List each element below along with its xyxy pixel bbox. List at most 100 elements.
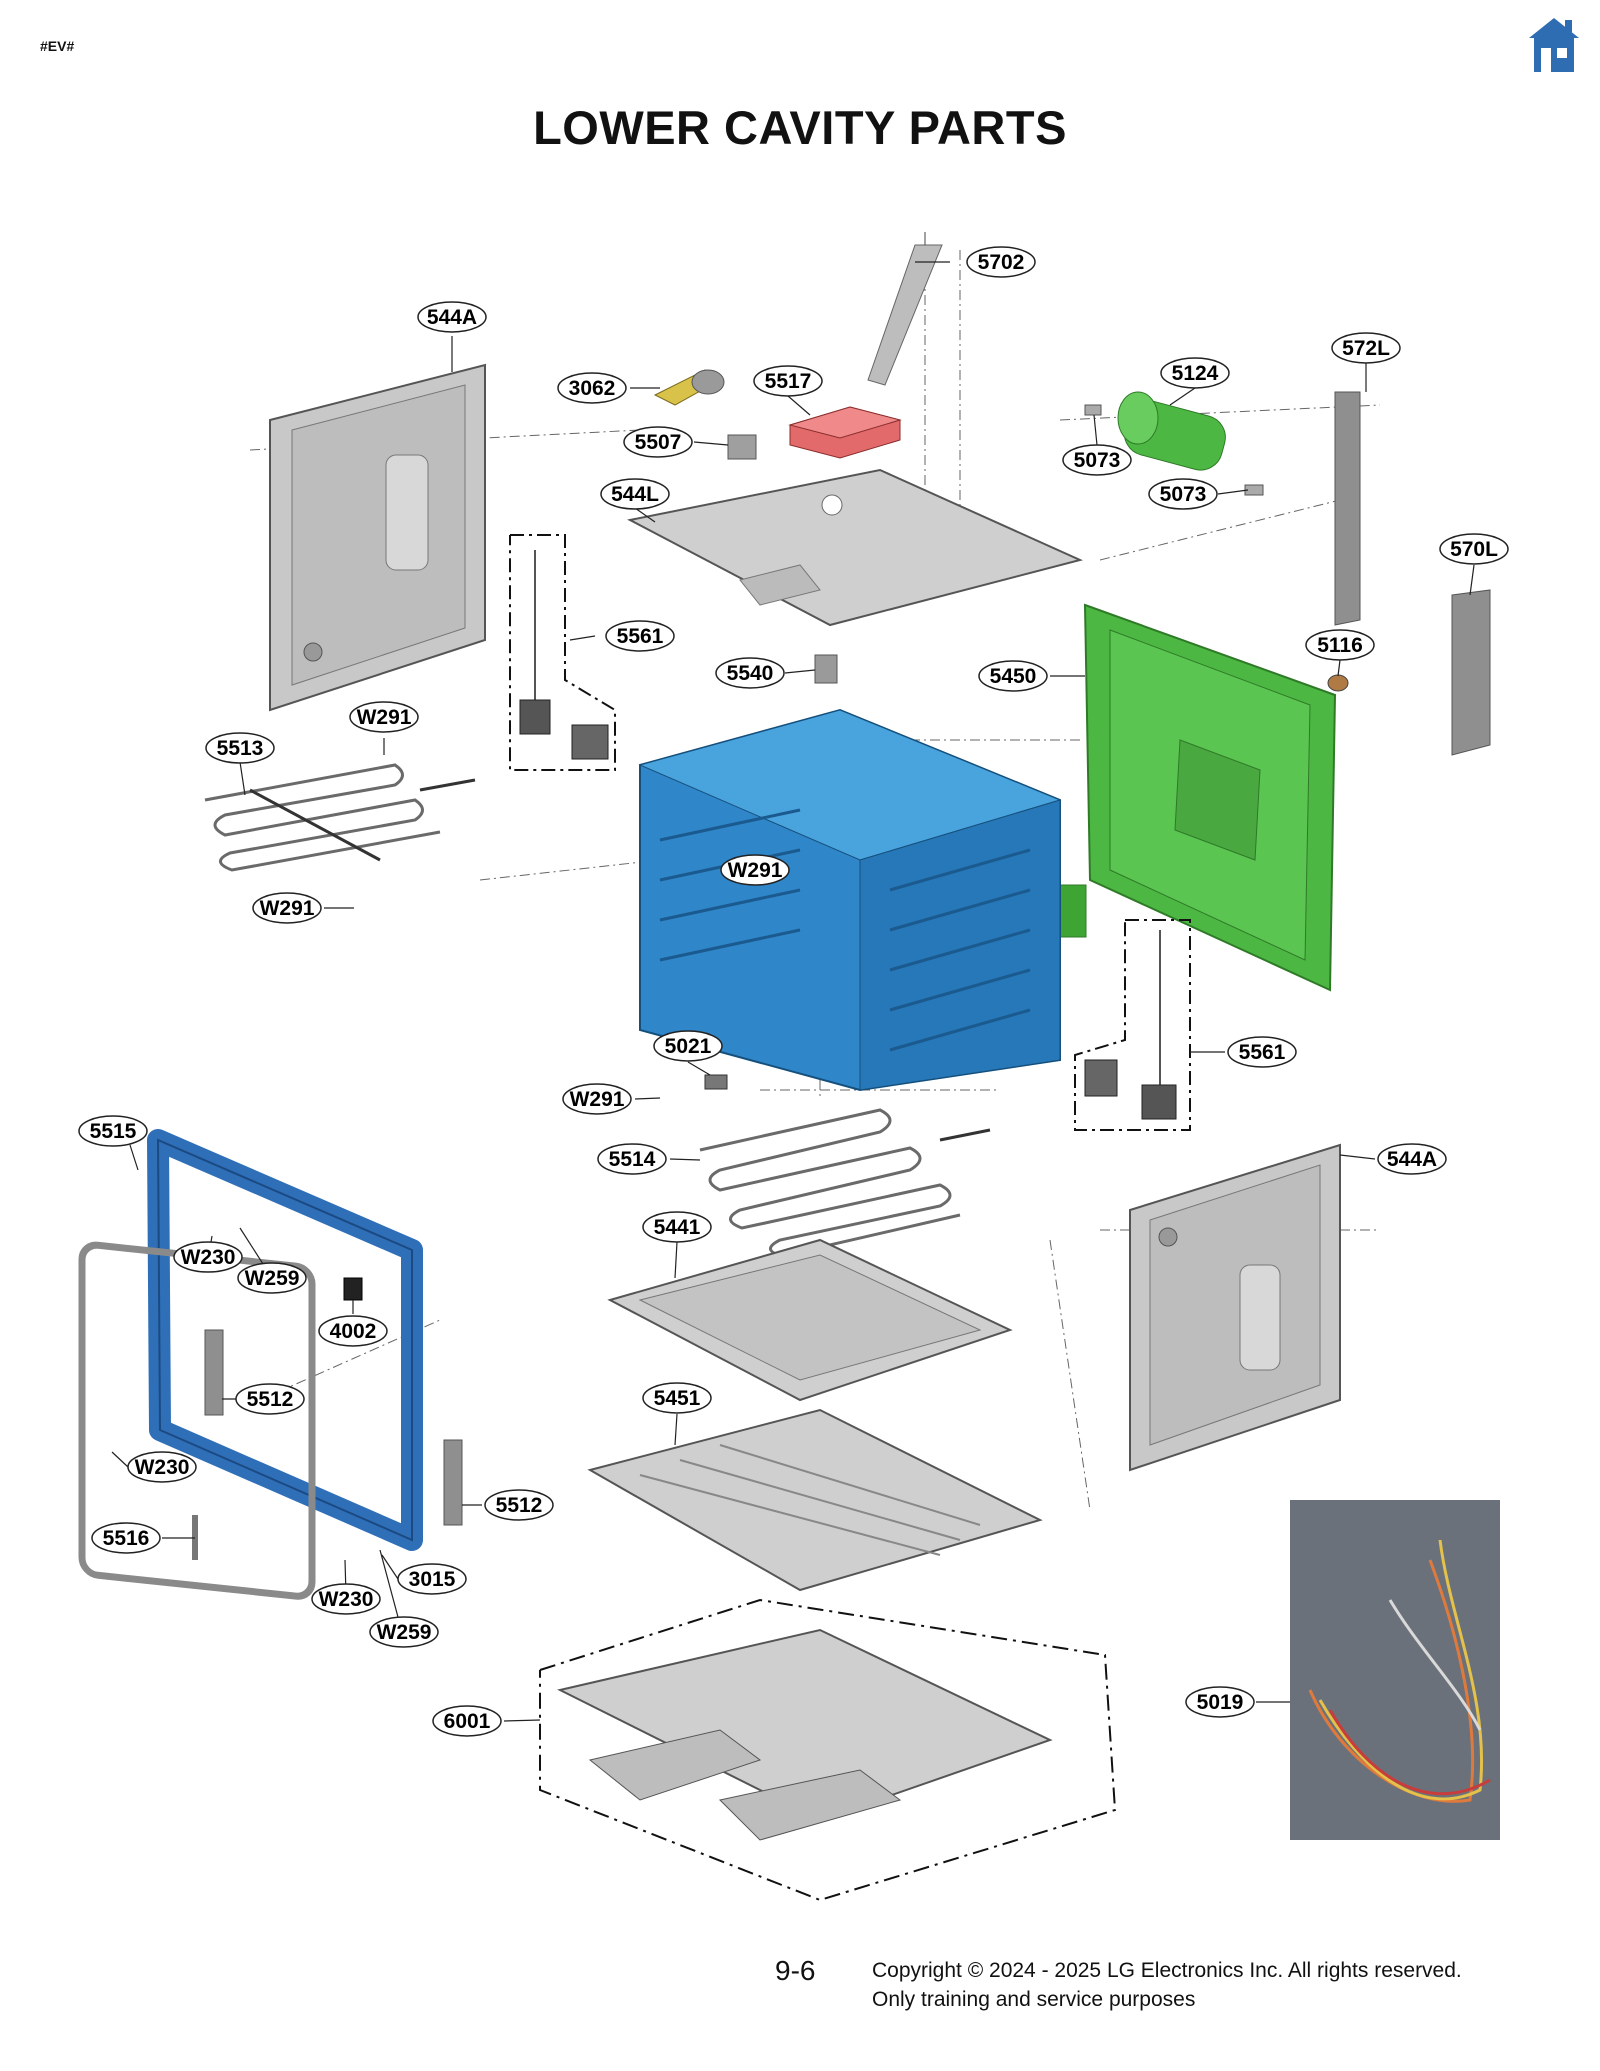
wire-harness-photo-5019 (1290, 1500, 1500, 1840)
callout-6001: 6001 (432, 1705, 502, 1737)
callout-w291-d: W291 (562, 1083, 632, 1115)
svg-text:5512: 5512 (247, 1388, 294, 1411)
callout-5513: 5513 (205, 732, 275, 764)
callout-5512-a: 5512 (235, 1383, 305, 1415)
bake-element-5514 (699, 1108, 991, 1258)
callout-5517: 5517 (753, 365, 823, 397)
front-frame-5515 (147, 1129, 423, 1551)
svg-text:5507: 5507 (635, 431, 682, 454)
svg-text:5517: 5517 (765, 370, 812, 393)
svg-text:5561: 5561 (617, 625, 664, 648)
svg-text:5702: 5702 (978, 251, 1025, 274)
cavity-floor-5441 (607, 1238, 1013, 1402)
bracket-5073-a (1084, 404, 1102, 416)
control-board-5517 (788, 406, 902, 459)
callout-5507: 5507 (623, 426, 693, 458)
callout-5073-a: 5073 (1062, 444, 1132, 476)
copyright-line-2: Only training and service purposes (872, 1988, 1196, 2011)
svg-text:5540: 5540 (727, 662, 774, 685)
svg-text:5124: 5124 (1172, 362, 1219, 385)
part-callouts: 5702 544A 572L 3062 5517 5124 5507 5073 … (78, 246, 1509, 1737)
callout-5561-top: 5561 (605, 620, 675, 652)
callout-5515: 5515 (78, 1115, 148, 1147)
svg-text:W291: W291 (570, 1088, 625, 1111)
svg-text:6001: 6001 (444, 1710, 491, 1733)
callout-5441: 5441 (642, 1211, 712, 1243)
svg-text:5561: 5561 (1239, 1041, 1286, 1064)
motor-3062 (653, 369, 725, 406)
svg-text:5513: 5513 (217, 737, 264, 760)
home-icon[interactable] (1525, 14, 1583, 76)
copyright-notice: Copyright © 2024 - 2025 LG Electronics I… (872, 1956, 1462, 2014)
side-panel-544a-bottom (1129, 1143, 1341, 1472)
callout-5124: 5124 (1160, 357, 1230, 389)
svg-text:570L: 570L (1450, 538, 1498, 561)
callout-5116: 5116 (1305, 629, 1375, 661)
side-panel-544a-top (269, 363, 486, 712)
svg-text:544A: 544A (1387, 1148, 1437, 1171)
svg-text:5441: 5441 (654, 1216, 701, 1239)
callout-5516: 5516 (91, 1522, 161, 1554)
callout-5019: 5019 (1185, 1686, 1255, 1718)
svg-text:W291: W291 (728, 859, 783, 882)
svg-text:3062: 3062 (569, 377, 616, 400)
svg-text:W230: W230 (135, 1456, 190, 1479)
bracket-5512-a (204, 1329, 224, 1416)
callout-w230-b: W230 (127, 1451, 197, 1483)
bracket-570l (1451, 589, 1491, 756)
base-assembly-6001 (539, 1598, 1117, 1902)
document-tag: #EV# (40, 38, 75, 54)
svg-text:W291: W291 (260, 897, 315, 920)
back-panel-5450 (1047, 603, 1337, 992)
svg-text:5450: 5450 (990, 665, 1037, 688)
callout-5540: 5540 (715, 657, 785, 689)
svg-text:3015: 3015 (409, 1568, 456, 1591)
bracket-5702 (867, 244, 943, 386)
svg-text:5019: 5019 (1197, 1691, 1244, 1714)
callout-544a-bottom: 544A (1377, 1143, 1447, 1175)
svg-text:W230: W230 (181, 1246, 236, 1269)
callout-w291-a: W291 (349, 701, 419, 733)
svg-text:W259: W259 (245, 1267, 300, 1290)
callout-5021: 5021 (653, 1030, 723, 1062)
svg-text:5116: 5116 (1317, 634, 1363, 657)
callout-w259-b: W259 (369, 1616, 439, 1648)
svg-text:W230: W230 (319, 1588, 374, 1611)
svg-text:5021: 5021 (665, 1035, 712, 1058)
callout-3062: 3062 (557, 372, 627, 404)
svg-text:544L: 544L (611, 483, 659, 506)
callout-5073-b: 5073 (1148, 478, 1218, 510)
callout-5702: 5702 (966, 246, 1036, 278)
bracket-5021 (704, 1074, 728, 1090)
sensor-5561-top (509, 534, 616, 771)
svg-text:5512: 5512 (496, 1494, 543, 1517)
callout-572l: 572L (1331, 332, 1401, 364)
svg-text:W291: W291 (357, 706, 412, 729)
cooling-fan-5124 (1117, 391, 1226, 471)
top-panel-544l (627, 468, 1083, 627)
clip-5507 (727, 434, 757, 460)
callout-4002: 4002 (318, 1315, 388, 1347)
sensor-5561-bottom (1074, 919, 1191, 1131)
callout-544a-top: 544A (417, 301, 487, 333)
svg-text:4002: 4002 (330, 1320, 377, 1343)
svg-text:572L: 572L (1342, 337, 1390, 360)
callout-5450: 5450 (978, 660, 1048, 692)
bracket-5512-b (443, 1439, 463, 1526)
svg-text:5451: 5451 (654, 1387, 701, 1410)
svg-text:5073: 5073 (1160, 483, 1207, 506)
page-number: 9-6 (775, 1955, 816, 1986)
sensor-5116 (1327, 674, 1349, 692)
callout-w291-b: W291 (720, 854, 790, 886)
callout-5561-bottom: 5561 (1227, 1036, 1297, 1068)
callout-5514: 5514 (597, 1143, 667, 1175)
callout-3015: 3015 (397, 1563, 467, 1595)
oven-cavity (638, 708, 1062, 1092)
callout-5512-b: 5512 (484, 1489, 554, 1521)
callout-w230-c: W230 (311, 1583, 381, 1615)
callout-570l: 570L (1439, 533, 1509, 565)
callout-w259-a: W259 (237, 1262, 307, 1294)
insulation-plate-5451 (587, 1408, 1043, 1592)
switch-4002 (343, 1277, 363, 1301)
